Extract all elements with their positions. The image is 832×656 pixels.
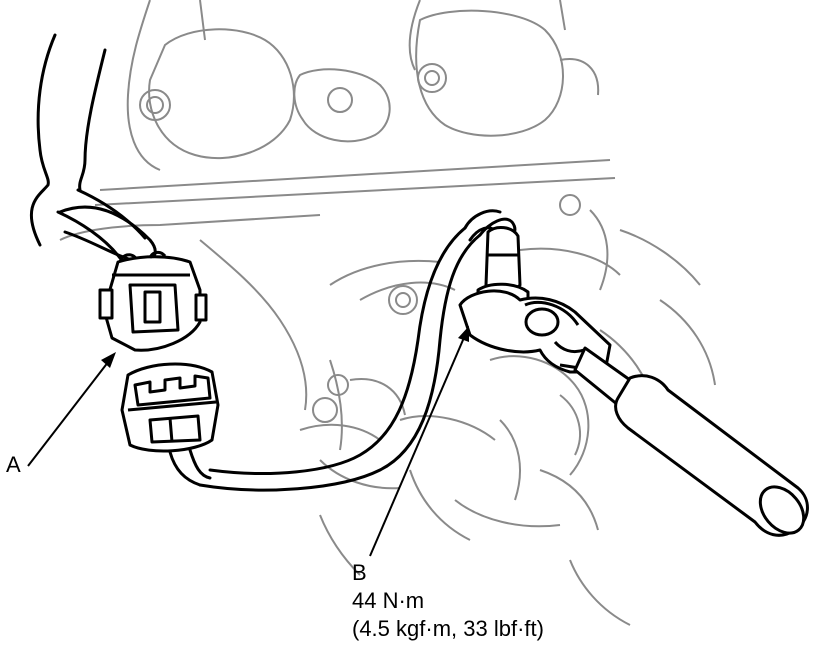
- engine-block-background: [59, 0, 716, 626]
- harness-wires: [29, 33, 157, 264]
- callout-label-b: B: [352, 560, 367, 585]
- connector-male: [120, 362, 220, 453]
- torque-spec-alt-units: (4.5 kgf·m, 33 lbf·ft): [352, 616, 544, 641]
- arrow-b: [369, 326, 469, 557]
- torque-spec: 44 N·m: [352, 588, 425, 613]
- arrow-a: [27, 352, 116, 467]
- sensor-cable: [168, 209, 517, 492]
- wrench-tool: [458, 289, 809, 537]
- connector-a-female: [98, 250, 208, 352]
- callout-label-a: A: [6, 452, 21, 477]
